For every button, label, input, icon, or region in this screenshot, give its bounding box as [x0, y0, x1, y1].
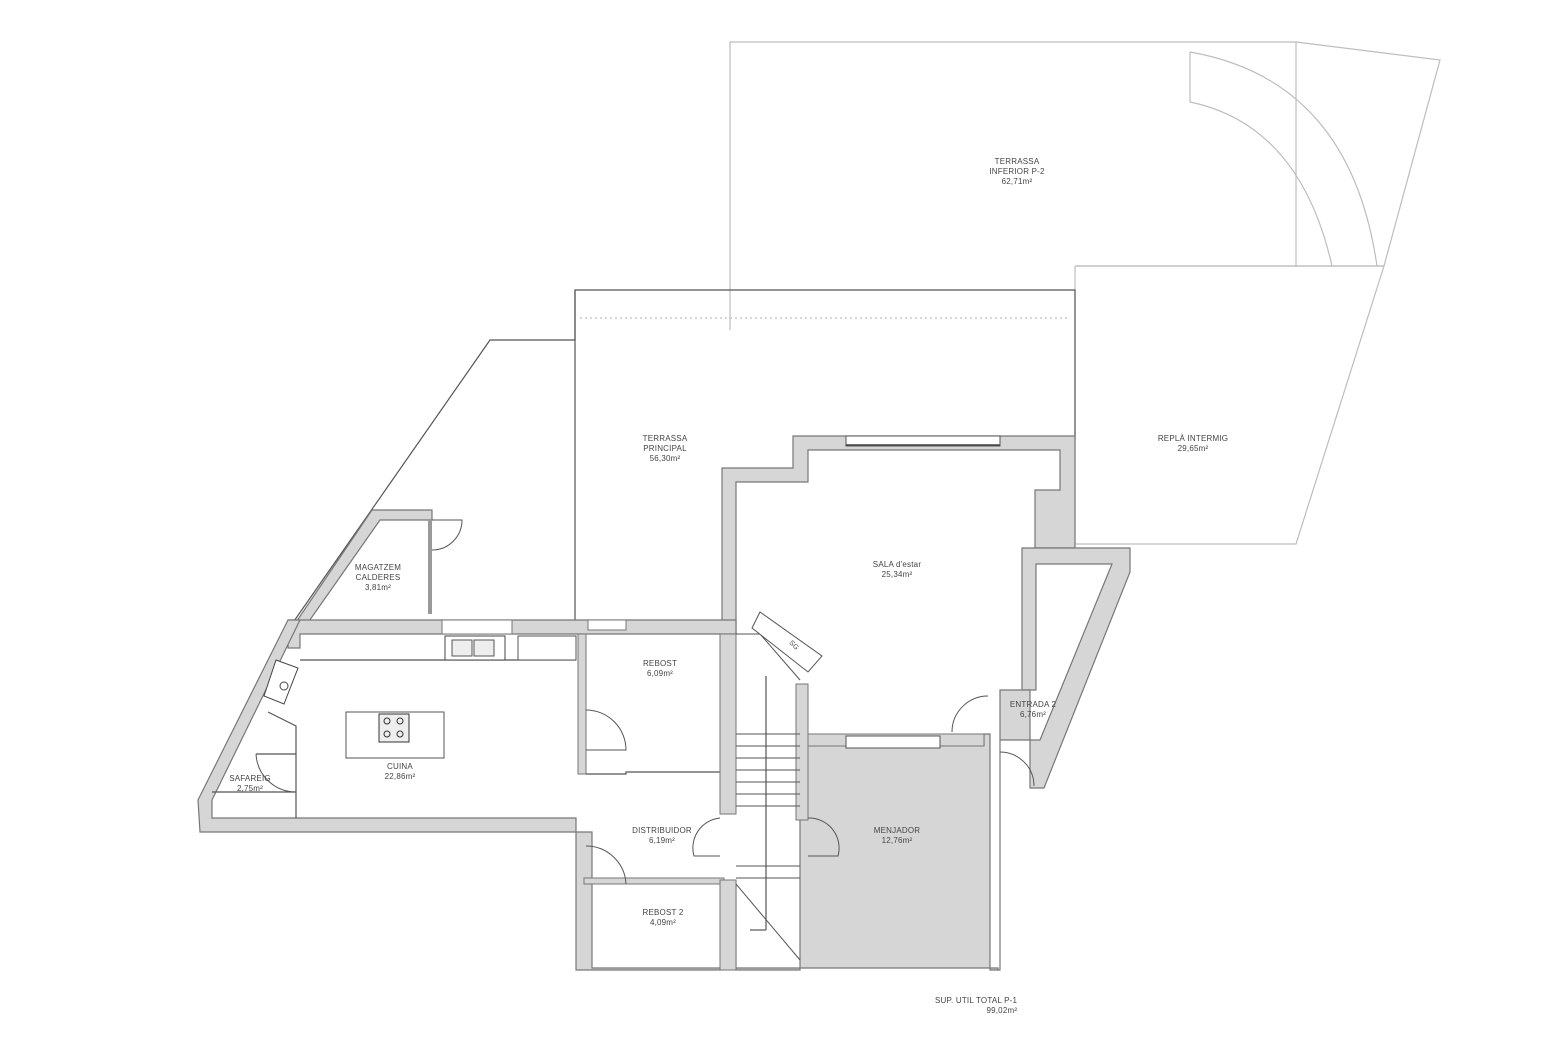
- total-title: SUP. UTIL TOTAL P-1: [935, 996, 1018, 1005]
- room-name-line1: MAGATZEM: [354, 563, 402, 572]
- room-label-terrassa-principal: TERRASSA PRINCIPAL 56,30m²: [643, 434, 688, 464]
- room-area: 3,81m²: [364, 583, 392, 592]
- doors: [585, 695, 1035, 885]
- room-label-safareig: SAFAREIG 2,75m²: [229, 774, 271, 794]
- room-label-terrassa-inferior: TERRASSA INFERIOR P-2 62,71m²: [989, 157, 1044, 187]
- room-label-distribuidor: DISTRIBUIDOR 6,19m²: [632, 826, 692, 846]
- kitchen-fixtures: [212, 635, 577, 818]
- room-area: 6,09m²: [646, 669, 674, 678]
- repla-intermig-outline: [1074, 265, 1385, 545]
- room-label-cuina: CUINA 22,86m²: [385, 762, 416, 782]
- room-area: 62,71m²: [1001, 177, 1033, 186]
- staircase: [735, 611, 823, 961]
- room-name-line2: PRINCIPAL: [643, 444, 687, 453]
- room-label-repla-intermig: REPLÀ INTERMIG 29,65m²: [1158, 434, 1228, 454]
- room-name-line1: TERRASSA: [642, 434, 688, 443]
- room-area: 22,86m²: [384, 772, 416, 781]
- room-name-line1: REBOST: [642, 659, 678, 668]
- room-label-menjador: MENJADOR 12,76m²: [874, 826, 921, 846]
- room-label-rebost: REBOST 6,09m²: [643, 659, 677, 679]
- room-name-line1: ENTRADA 2: [1009, 700, 1057, 709]
- room-label-entrada-2: ENTRADA 2 6,76m²: [1010, 700, 1056, 720]
- room-name-line1: CUINA: [387, 762, 413, 771]
- room-label-magatzem: MAGATZEM CALDERES 3,81m²: [355, 563, 401, 593]
- lower-walls: [197, 619, 1031, 971]
- room-name-line2: INFERIOR P-2: [989, 167, 1045, 176]
- room-name-line1: TERRASSA: [994, 157, 1040, 166]
- total-area-label: SUP. UTIL TOTAL P-1 99,02m²: [935, 996, 1017, 1016]
- room-area: 2,75m²: [236, 784, 264, 793]
- room-area: 6,19m²: [648, 836, 676, 845]
- room-area: 56,30m²: [649, 454, 681, 463]
- room-label-sala: SALA d'estar 25,34m²: [873, 560, 921, 580]
- room-name-line1: MENJADOR: [873, 826, 921, 835]
- room-area: 4,09m²: [649, 918, 677, 927]
- terrassa-principal-outline: [284, 289, 1076, 635]
- room-name-line1: SAFAREIG: [229, 774, 271, 783]
- total-value: 99,02m²: [986, 1006, 1018, 1015]
- room-name-line1: DISTRIBUIDOR: [632, 826, 692, 835]
- room-area: 12,76m²: [881, 836, 913, 845]
- room-area: 25,34m²: [881, 570, 913, 579]
- room-name-line1: REPLÀ INTERMIG: [1157, 434, 1229, 443]
- sala-walls: [721, 435, 1131, 789]
- room-name-line1: REBOST 2: [642, 908, 684, 917]
- room-label-rebost-2: REBOST 2 4,09m²: [642, 908, 683, 928]
- room-name-line1: SALA d'estar: [872, 560, 922, 569]
- room-area: 29,65m²: [1177, 444, 1209, 453]
- terrassa-inferior-outline: [729, 41, 1441, 330]
- room-name-line2: CALDERES: [355, 573, 401, 582]
- room-area: 6,76m²: [1019, 710, 1047, 719]
